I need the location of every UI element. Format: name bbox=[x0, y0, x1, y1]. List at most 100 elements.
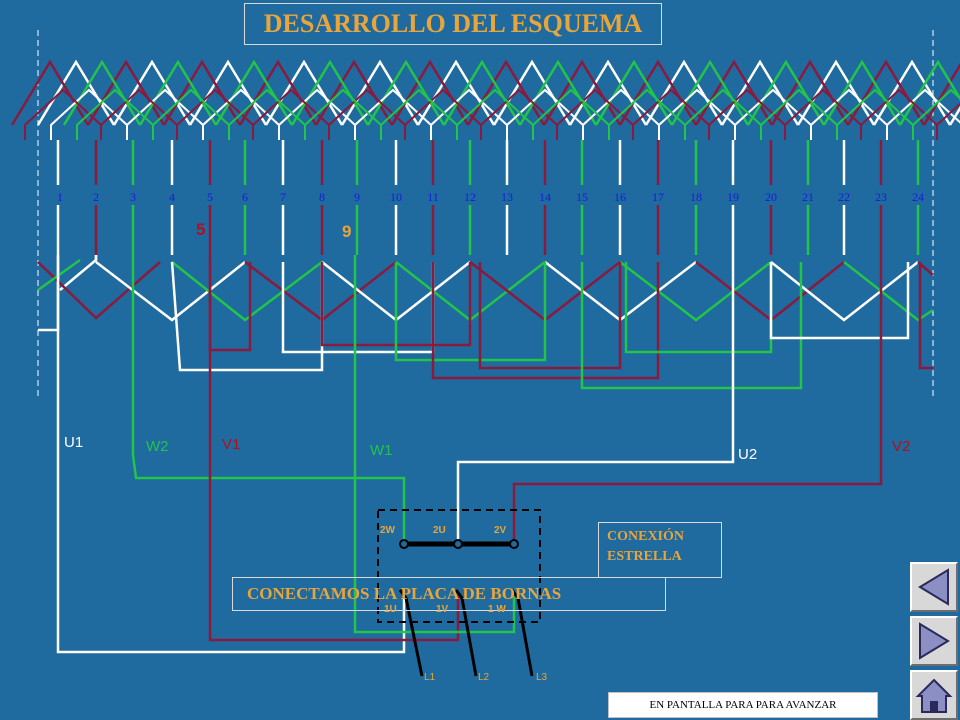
coil-head bbox=[770, 59, 850, 126]
coil-head bbox=[340, 59, 420, 126]
coil-head bbox=[416, 59, 496, 126]
slot-number: 4 bbox=[169, 190, 175, 204]
slot-number: 17 bbox=[652, 190, 664, 204]
coil-connection bbox=[619, 261, 772, 322]
slot-number: 7 bbox=[280, 190, 286, 204]
coil-head bbox=[138, 59, 218, 126]
triangle-left-icon bbox=[918, 568, 949, 606]
coil-head bbox=[568, 59, 648, 126]
coil-head bbox=[112, 59, 192, 126]
slot-number: 1 bbox=[57, 190, 63, 204]
coil-head bbox=[214, 59, 294, 126]
coil-head bbox=[10, 59, 90, 126]
lead-wire bbox=[56, 255, 406, 654]
home-icon bbox=[915, 678, 953, 713]
coil-head bbox=[62, 59, 142, 126]
conexion-line2: ESTRELLA bbox=[607, 549, 682, 564]
coil-connection bbox=[244, 261, 397, 322]
triangle-right-icon bbox=[919, 622, 950, 660]
coil-connection bbox=[37, 261, 161, 320]
slot-number: 14 bbox=[539, 190, 551, 204]
slot-number: 3 bbox=[130, 190, 136, 204]
coil-heads-bottom bbox=[37, 255, 934, 390]
coil-head bbox=[314, 59, 394, 126]
terminal-label-2v: 2V bbox=[494, 525, 507, 536]
slot-number: 12 bbox=[464, 190, 476, 204]
coil-head bbox=[618, 59, 698, 126]
slot-number: 13 bbox=[501, 190, 513, 204]
slot-number: 15 bbox=[576, 190, 588, 204]
line-label-l3: L3 bbox=[536, 672, 548, 683]
coil-head bbox=[644, 59, 724, 126]
advance-button[interactable]: EN PANTALLA PARA PARA AVANZAR bbox=[608, 692, 878, 718]
coil-head bbox=[518, 59, 598, 126]
coil-head bbox=[188, 59, 268, 126]
label-u1: U1 bbox=[64, 434, 84, 451]
coil-connection bbox=[769, 262, 910, 340]
coil-head bbox=[886, 88, 960, 140]
coil-connection bbox=[624, 262, 773, 354]
coil-head bbox=[390, 59, 470, 126]
terminal-2w bbox=[399, 539, 409, 549]
lead-wire bbox=[353, 255, 516, 634]
coil-connection bbox=[918, 262, 933, 370]
label-v1: V1 bbox=[222, 436, 241, 453]
conexion-line1: CONEXIÓN bbox=[607, 529, 685, 544]
coil-connection bbox=[171, 261, 323, 322]
coil-connection bbox=[770, 261, 919, 322]
coil-head bbox=[898, 59, 960, 126]
coil-head bbox=[720, 59, 800, 126]
prev-button[interactable] bbox=[910, 562, 958, 612]
coil-connection bbox=[843, 261, 934, 322]
label-u2: U2 bbox=[738, 446, 758, 463]
coil-head bbox=[912, 88, 960, 140]
terminal-2v bbox=[509, 539, 519, 549]
mark-9: 9 bbox=[342, 222, 352, 241]
coil-connection bbox=[431, 262, 660, 380]
line-label-l2: L2 bbox=[478, 672, 490, 683]
slot-number: 9 bbox=[354, 190, 360, 204]
coil-head bbox=[670, 59, 750, 126]
coil-connection bbox=[478, 262, 622, 370]
slot-number: 20 bbox=[765, 190, 777, 204]
slot-number: 21 bbox=[802, 190, 814, 204]
label-w2: W2 bbox=[146, 438, 169, 455]
mark-5: 5 bbox=[196, 220, 206, 239]
placa-bornas-box: CONECTAMOS LA PLACA DE BORNAS bbox=[232, 577, 666, 611]
home-button[interactable] bbox=[910, 670, 958, 720]
label-v2: V2 bbox=[892, 438, 911, 455]
coil-head bbox=[594, 59, 674, 126]
coil-connection bbox=[580, 262, 803, 390]
coil-head bbox=[936, 102, 960, 140]
next-button[interactable] bbox=[910, 616, 958, 666]
lead-wire bbox=[208, 255, 460, 642]
coil-heads-top bbox=[10, 59, 960, 140]
lead-wire bbox=[131, 255, 406, 540]
coil-head bbox=[822, 59, 902, 126]
coil-head bbox=[290, 59, 370, 126]
conexion-estrella-box: CONEXIÓN ESTRELLA bbox=[598, 522, 722, 578]
slot-number: 11 bbox=[427, 190, 439, 204]
lead-wire bbox=[512, 255, 883, 540]
coil-head bbox=[86, 59, 166, 126]
coil-head bbox=[366, 59, 446, 126]
slot-number: 23 bbox=[875, 190, 887, 204]
page-title: DESARROLLO DEL ESQUEMA bbox=[244, 3, 662, 45]
lead-wire bbox=[456, 255, 735, 540]
coil-head bbox=[872, 59, 952, 126]
terminal-label-1v: 1V bbox=[436, 604, 449, 615]
coil-head bbox=[466, 59, 546, 126]
coil-head bbox=[264, 59, 344, 126]
coil-head bbox=[442, 59, 522, 126]
terminal-label-1u: 1U bbox=[384, 604, 397, 615]
coil-head bbox=[36, 59, 116, 126]
terminal-label-2w: 2W bbox=[380, 525, 395, 536]
line-label-l1: L1 bbox=[424, 672, 436, 683]
coil-connection bbox=[95, 261, 246, 322]
slot-number: 24 bbox=[912, 190, 924, 204]
terminal-2u bbox=[453, 539, 463, 549]
connection-wires bbox=[56, 255, 883, 654]
slot-number: 22 bbox=[838, 190, 850, 204]
terminal-plate-box bbox=[377, 509, 541, 623]
